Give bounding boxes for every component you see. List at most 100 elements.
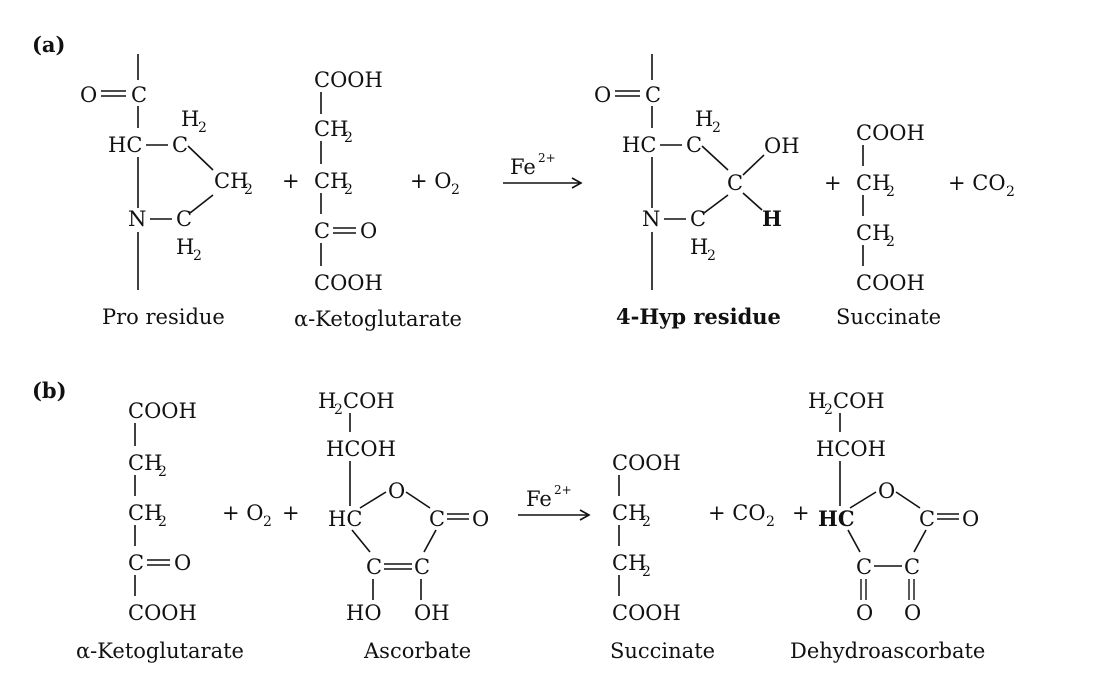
dha-hcoh: HCOH bbox=[816, 437, 886, 461]
asc-c2: C bbox=[414, 555, 430, 579]
a-succ-ch2-b: CH bbox=[856, 221, 890, 245]
dha-ring-c: C bbox=[919, 507, 935, 531]
pro-gamma-sub: 2 bbox=[244, 182, 253, 198]
dha-h2coh-sub: 2 bbox=[824, 402, 833, 418]
hyp-co-double-bond bbox=[615, 90, 640, 97]
b-akg-keto-c: C bbox=[128, 551, 144, 575]
b-succinate-structure: COOH CH 2 CH 2 COOH Succinate bbox=[610, 451, 715, 663]
pro-co-double-bond bbox=[101, 90, 126, 97]
a-akg-ch2-a: CH bbox=[314, 117, 348, 141]
a-akg-keto-c: C bbox=[314, 219, 330, 243]
a-succ-cooh-top: COOH bbox=[856, 121, 925, 145]
b-reaction-arrow: Fe 2+ bbox=[518, 483, 591, 521]
a-akg-cooh-top: COOH bbox=[314, 68, 383, 92]
panel-b-label: (b) bbox=[32, 378, 67, 403]
b-akg-keto-double-bond bbox=[147, 559, 170, 566]
b-akg-ch2-b-sub: 2 bbox=[158, 514, 167, 530]
pro-delta-carbon: C bbox=[176, 207, 192, 231]
asc-ring-o: O bbox=[388, 479, 405, 503]
a-akg-keto-double-bond bbox=[333, 227, 356, 234]
b-akg-cooh-bottom: COOH bbox=[128, 601, 197, 625]
hyp-beta-carbon: C bbox=[686, 133, 702, 157]
b-o2-plus: + bbox=[282, 501, 300, 525]
hyp-beta-gamma-bond bbox=[701, 145, 729, 171]
b-co2-sub: 2 bbox=[766, 514, 775, 530]
hyp-beta-h: H bbox=[695, 107, 713, 131]
hyp-oh: OH bbox=[764, 134, 800, 158]
b-ketoglutarate-structure: COOH CH 2 CH 2 C O COOH α-Ketoglutarate bbox=[76, 399, 244, 663]
hyp-carbonyl-o: O bbox=[594, 83, 611, 107]
dha-c2-o-double-bond bbox=[908, 579, 915, 600]
hyp-beta-sub: 2 bbox=[712, 120, 721, 136]
b-succ-cooh-bottom: COOH bbox=[612, 601, 681, 625]
ascorbate-structure: H 2 COH HCOH HC O C O C C HO OH Ascorbat… bbox=[318, 389, 489, 663]
pro-carbonyl-o: O bbox=[80, 83, 97, 107]
b-arrow-head bbox=[579, 509, 591, 521]
asc-hcoh: HCOH bbox=[326, 437, 396, 461]
b-akg-ch2-a-sub: 2 bbox=[158, 464, 167, 480]
pro-beta-h: H bbox=[181, 107, 199, 131]
asc-h2coh-h: H bbox=[318, 389, 336, 413]
a-akg-name: α-Ketoglutarate bbox=[294, 307, 462, 331]
a-akg-ch2-b: CH bbox=[314, 169, 348, 193]
pro-beta-carbon: C bbox=[172, 133, 188, 157]
ascorbate-name: Ascorbate bbox=[363, 639, 471, 663]
a-akg-ch2-b-sub: 2 bbox=[344, 182, 353, 198]
a-succinate-name: Succinate bbox=[836, 305, 941, 329]
hyp-c-oh-bond bbox=[742, 154, 765, 176]
b-succ-ch2-b-sub: 2 bbox=[642, 564, 651, 580]
b-catalyst-charge: 2+ bbox=[554, 483, 572, 497]
dha-ring-bond-4 bbox=[913, 529, 927, 553]
b-succ-ch2-a-sub: 2 bbox=[642, 514, 651, 530]
dha-ring-bond-2 bbox=[895, 491, 921, 509]
a-akg-ch2-a-sub: 2 bbox=[344, 130, 353, 146]
dha-ring-o: O bbox=[878, 479, 895, 503]
dha-c2: C bbox=[904, 555, 920, 579]
a-co2-sub: 2 bbox=[1006, 184, 1015, 200]
dehydroascorbate-structure: H 2 COH HCOH HC O C O C C O O Dehydroasc… bbox=[790, 389, 985, 663]
dha-ring-bond-3 bbox=[847, 529, 861, 553]
asc-ring-bond-1 bbox=[359, 491, 387, 509]
b-succ-cooh-top: COOH bbox=[612, 451, 681, 475]
dha-c3: C bbox=[856, 555, 872, 579]
asc-ring-c: C bbox=[429, 507, 445, 531]
hyp-residue-name: 4-Hyp residue bbox=[616, 304, 781, 329]
pro-carbonyl-c: C bbox=[131, 83, 147, 107]
asc-ring-hc: HC bbox=[328, 507, 362, 531]
pro-residue-name: Pro residue bbox=[102, 305, 225, 329]
asc-h2coh-sub: 2 bbox=[334, 402, 343, 418]
hyp-delta-carbon: C bbox=[690, 207, 706, 231]
hyp-gamma-carbon: C bbox=[727, 171, 743, 195]
b-o2-sub: 2 bbox=[263, 514, 272, 530]
dha-ring-c-o: O bbox=[962, 507, 979, 531]
a-o2-sub: 2 bbox=[451, 182, 460, 198]
asc-ring-bond-4 bbox=[423, 529, 437, 553]
pro-gamma-delta-bond bbox=[189, 194, 214, 214]
dehydroascorbate-name: Dehydroascorbate bbox=[790, 639, 985, 663]
a-succ-ch2-b-sub: 2 bbox=[886, 234, 895, 250]
a-plus-1: + bbox=[282, 169, 300, 193]
b-succ-ch2-a: CH bbox=[612, 501, 646, 525]
pro-beta-sub: 2 bbox=[198, 120, 207, 136]
asc-oh: OH bbox=[414, 601, 450, 625]
asc-c-o-double-bond bbox=[447, 513, 469, 520]
a-akg-keto-o: O bbox=[360, 219, 377, 243]
dha-c-o-double-bond bbox=[937, 513, 959, 520]
hyp-carbonyl-c: C bbox=[645, 83, 661, 107]
dha-o2: O bbox=[904, 601, 921, 625]
hyp-gamma-delta-bond bbox=[703, 194, 729, 214]
pro-nitrogen: N bbox=[128, 207, 146, 231]
hyp-delta-sub: 2 bbox=[707, 248, 716, 264]
asc-ho: HO bbox=[346, 601, 382, 625]
hyp-alpha-carbon: HC bbox=[622, 133, 656, 157]
b-succinate-name: Succinate bbox=[610, 639, 715, 663]
pro-alpha-carbon: HC bbox=[108, 133, 142, 157]
a-arrow-head bbox=[571, 177, 583, 189]
a-succ-ch2-a: CH bbox=[856, 171, 890, 195]
dha-o3: O bbox=[856, 601, 873, 625]
pro-residue-structure: O C HC H 2 C CH 2 C H 2 N Pro residue bbox=[80, 54, 253, 329]
a-catalyst-charge: 2+ bbox=[538, 151, 556, 165]
b-akg-keto-o: O bbox=[174, 551, 191, 575]
asc-ring-c-o: O bbox=[472, 507, 489, 531]
